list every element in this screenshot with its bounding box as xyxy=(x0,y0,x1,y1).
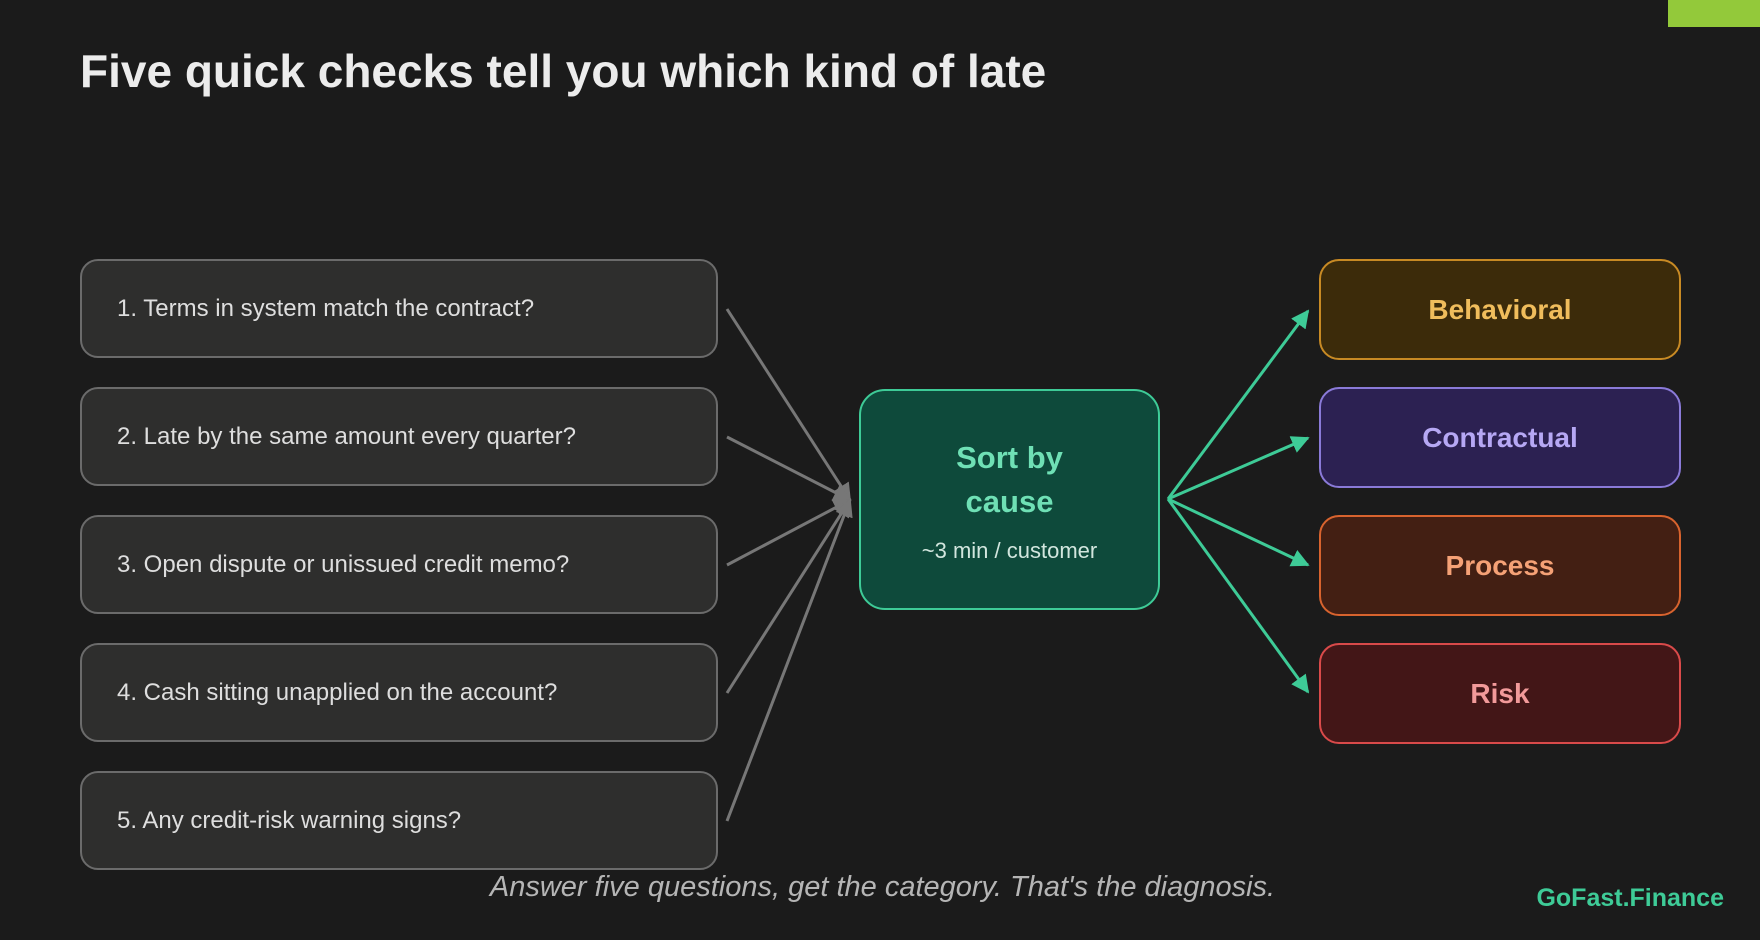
footer-caption: Answer five questions, get the category.… xyxy=(489,871,1276,903)
arrow-risk xyxy=(1166,498,1310,694)
connector-check-1 xyxy=(725,308,852,502)
connector-check-5 xyxy=(725,498,853,822)
arrow-contractual xyxy=(1167,436,1310,501)
hub-title: Sort by cause xyxy=(956,439,1063,519)
connector-check-2 xyxy=(726,435,852,502)
check-item-1: 1. Terms in system match the contract? xyxy=(80,259,718,358)
hub-subtitle: ~3 min / customer xyxy=(921,537,1098,563)
check-item-3: 3. Open dispute or unissued credit memo? xyxy=(80,515,718,614)
connector-check-4 xyxy=(725,498,852,694)
arrow-behavioral xyxy=(1166,309,1310,500)
brand-wordmark: GoFast.Finance xyxy=(1536,884,1724,912)
page-title: Five quick checks tell you which kind of… xyxy=(80,45,1047,97)
category-process: Process xyxy=(1319,515,1681,616)
connector-check-3 xyxy=(726,498,852,567)
arrow-process xyxy=(1167,497,1310,567)
category-contractual: Contractual xyxy=(1319,387,1681,488)
category-risk: Risk xyxy=(1319,643,1681,744)
check-item-2: 2. Late by the same amount every quarter… xyxy=(80,387,718,486)
category-behavioral: Behavioral xyxy=(1319,259,1681,360)
check-item-5: 5. Any credit-risk warning signs? xyxy=(80,771,718,870)
check-to-hub-connectors xyxy=(725,308,853,822)
check-item-4: 4. Cash sitting unapplied on the account… xyxy=(80,643,718,742)
corner-accent-bar xyxy=(1668,0,1760,27)
hub-sort-by-cause: Sort by cause ~3 min / customer xyxy=(859,389,1160,610)
hub-to-category-arrows xyxy=(1166,309,1310,694)
